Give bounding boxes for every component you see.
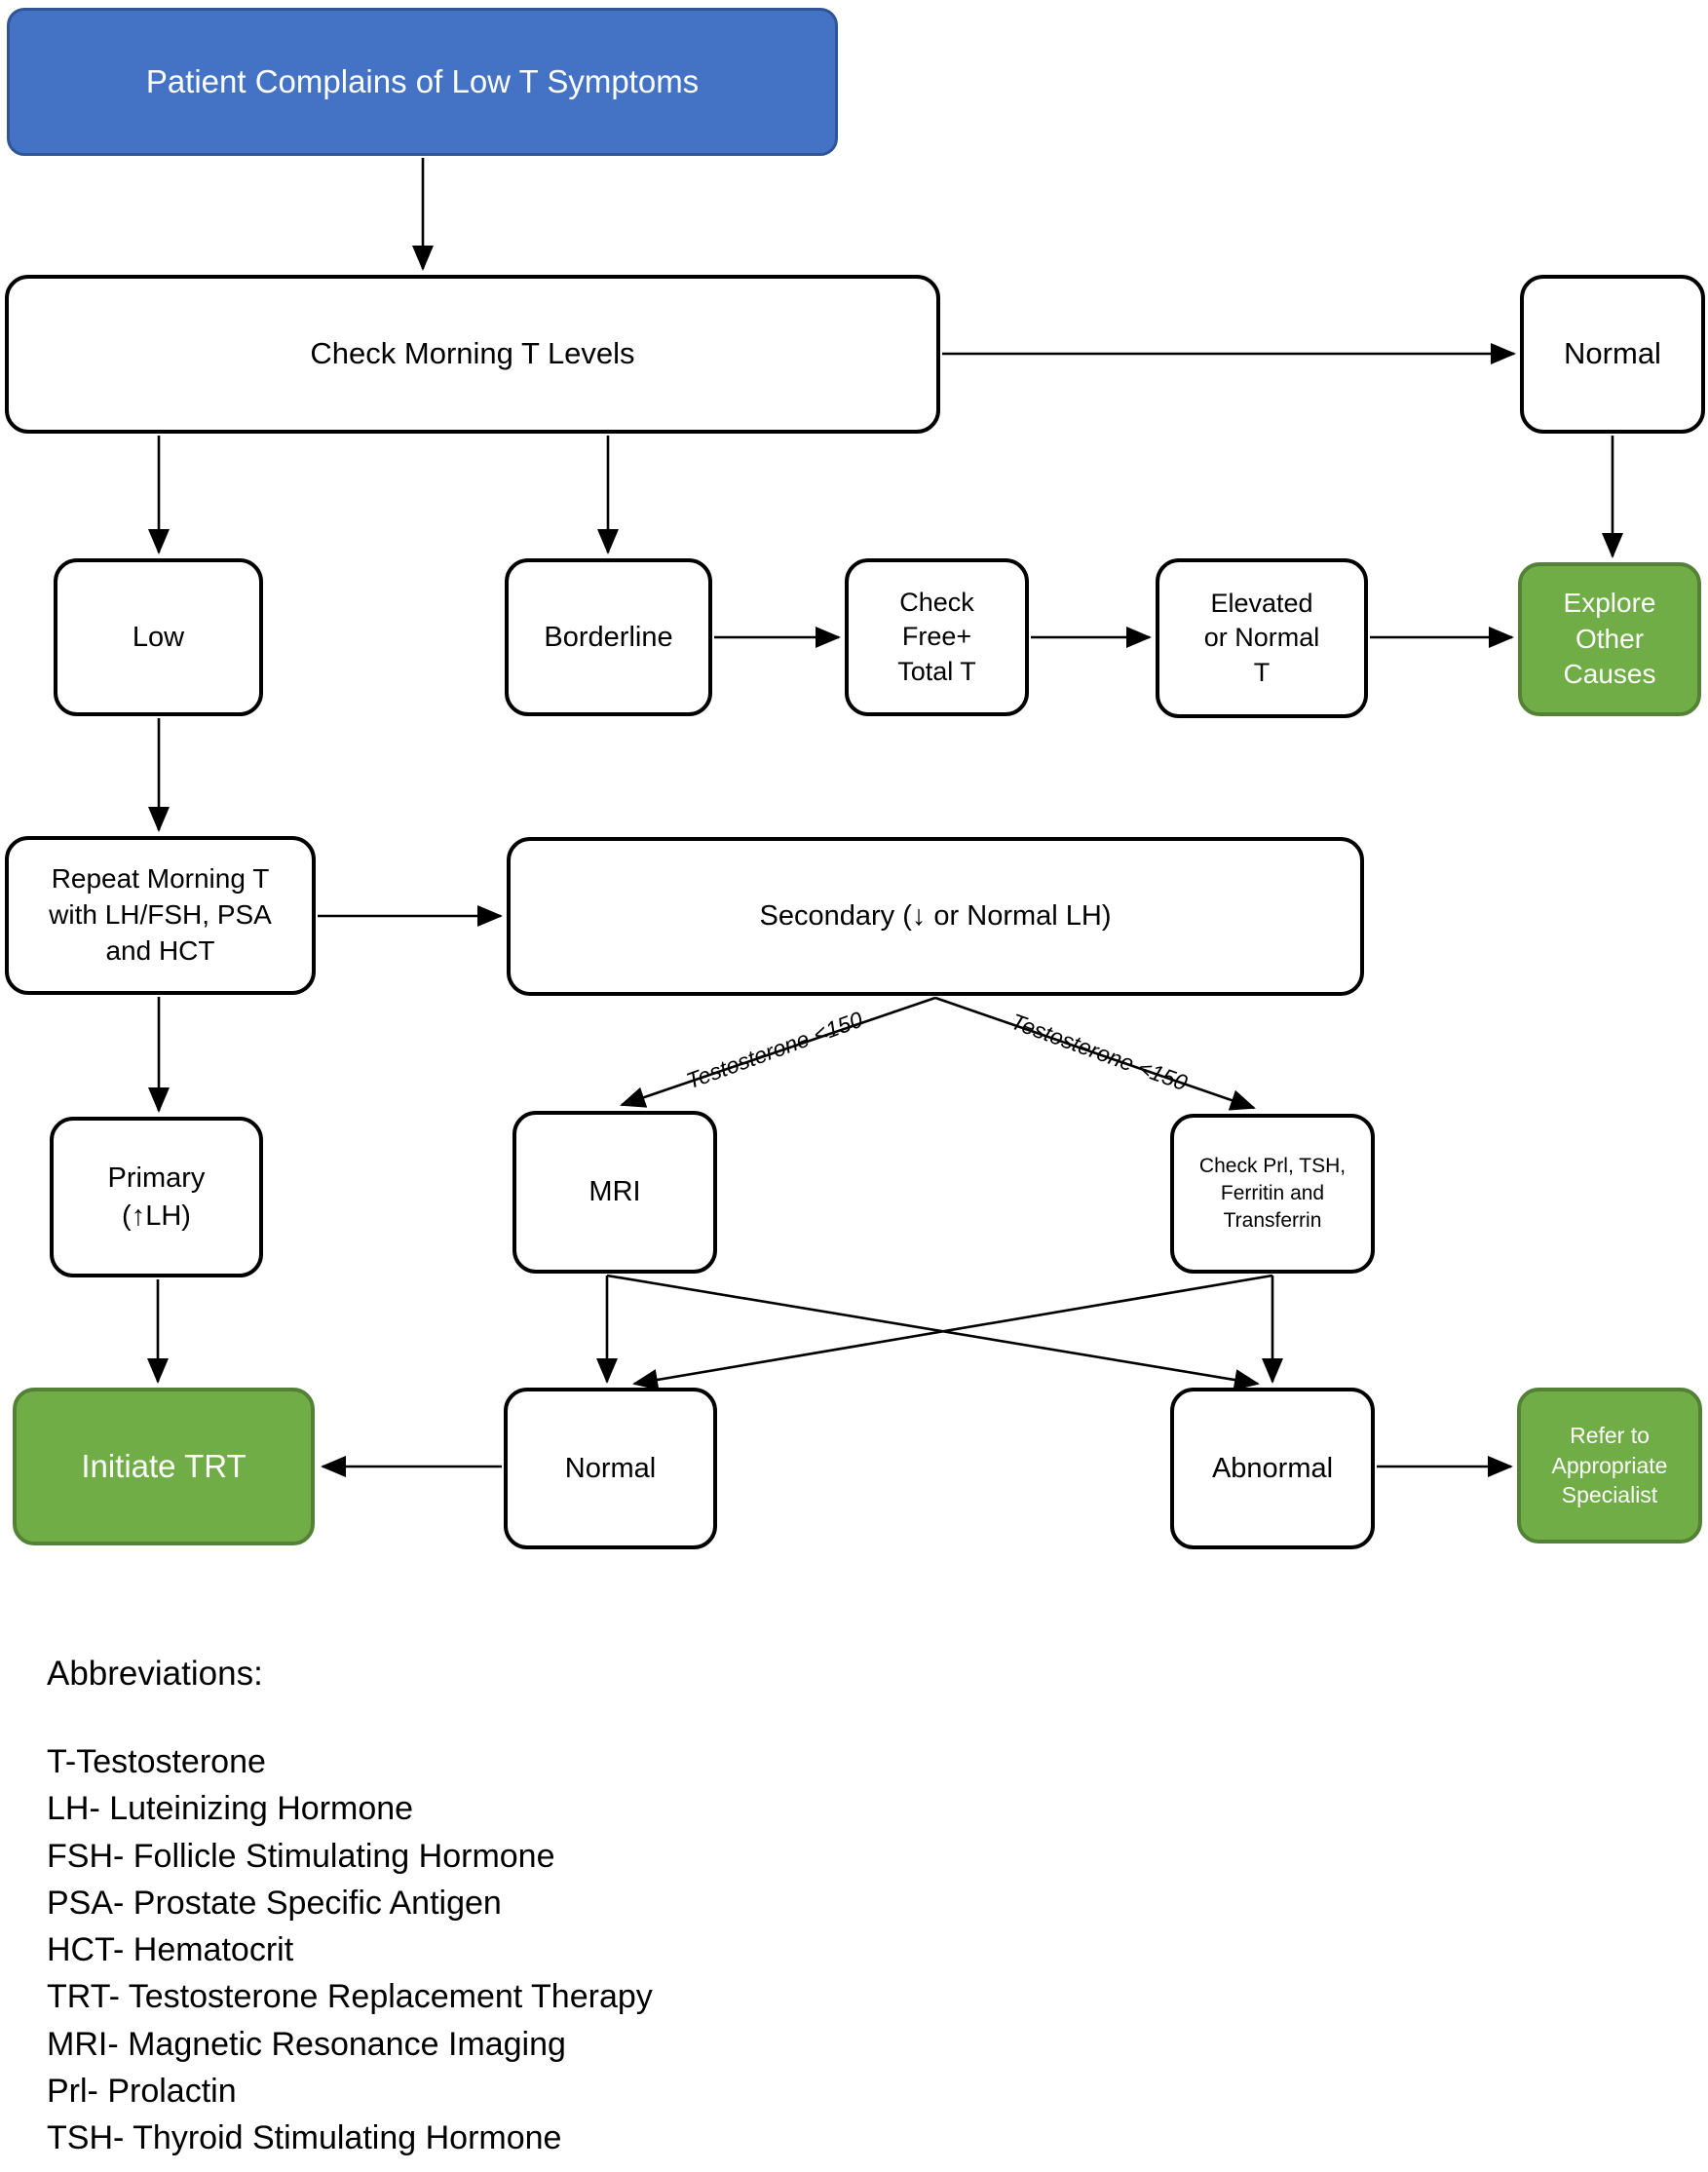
node-explore-other: Explore Other Causes — [1518, 562, 1701, 716]
node-normal-top: Normal — [1520, 275, 1705, 434]
node-check-prl: Check Prl, TSH, Ferritin and Transferrin — [1170, 1114, 1375, 1274]
abbreviation-item: PSA- Prostate Specific Antigen — [47, 1884, 502, 1922]
node-elevated-or-normal: Elevated or Normal T — [1156, 558, 1368, 718]
node-low: Low — [54, 558, 263, 716]
abbreviation-item: TRT- Testosterone Replacement Therapy — [47, 1978, 653, 2016]
node-primary: Primary (↑LH) — [50, 1117, 263, 1277]
connector-mri-to-abnormal — [606, 1274, 1260, 1391]
abbreviation-item: Prl- Prolactin — [47, 2072, 237, 2110]
connector-check-prl-to-normal-bottom — [632, 1274, 1273, 1391]
abbreviation-item: LH- Luteinizing Hormone — [47, 1790, 414, 1828]
node-repeat-morning-t: Repeat Morning T with LH/FSH, PSA and HC… — [5, 836, 316, 995]
abbreviation-item: FSH- Follicle Stimulating Hormone — [47, 1837, 555, 1875]
edge-label-testosterone-threshold-1: Testosterone <150 — [682, 1006, 866, 1094]
abbreviation-item: MRI- Magnetic Resonance Imaging — [47, 2025, 566, 2063]
abbreviation-item: TSH- Thyroid Stimulating Hormone — [47, 2119, 562, 2157]
abbreviation-item: HCT- Hematocrit — [47, 1931, 294, 1969]
node-mri: MRI — [512, 1111, 717, 1274]
node-refer-specialist: Refer to Appropriate Specialist — [1517, 1388, 1702, 1543]
node-normal-bottom: Normal — [504, 1388, 717, 1549]
node-abnormal: Abnormal — [1170, 1388, 1375, 1549]
node-borderline: Borderline — [505, 558, 712, 716]
abbreviation-item: T-Testosterone — [47, 1743, 266, 1780]
abbreviations-heading: Abbreviations: — [47, 1655, 263, 1693]
node-secondary: Secondary (↓ or Normal LH) — [507, 837, 1364, 996]
node-check-morning-t: Check Morning T Levels — [5, 275, 940, 434]
node-initiate-trt: Initiate TRT — [13, 1388, 315, 1545]
edge-label-testosterone-threshold-2: Testosterone <150 — [1007, 1008, 1192, 1096]
node-patient-complains: Patient Complains of Low T Symptoms — [7, 8, 838, 156]
node-check-free-total-t: Check Free+ Total T — [845, 558, 1029, 716]
